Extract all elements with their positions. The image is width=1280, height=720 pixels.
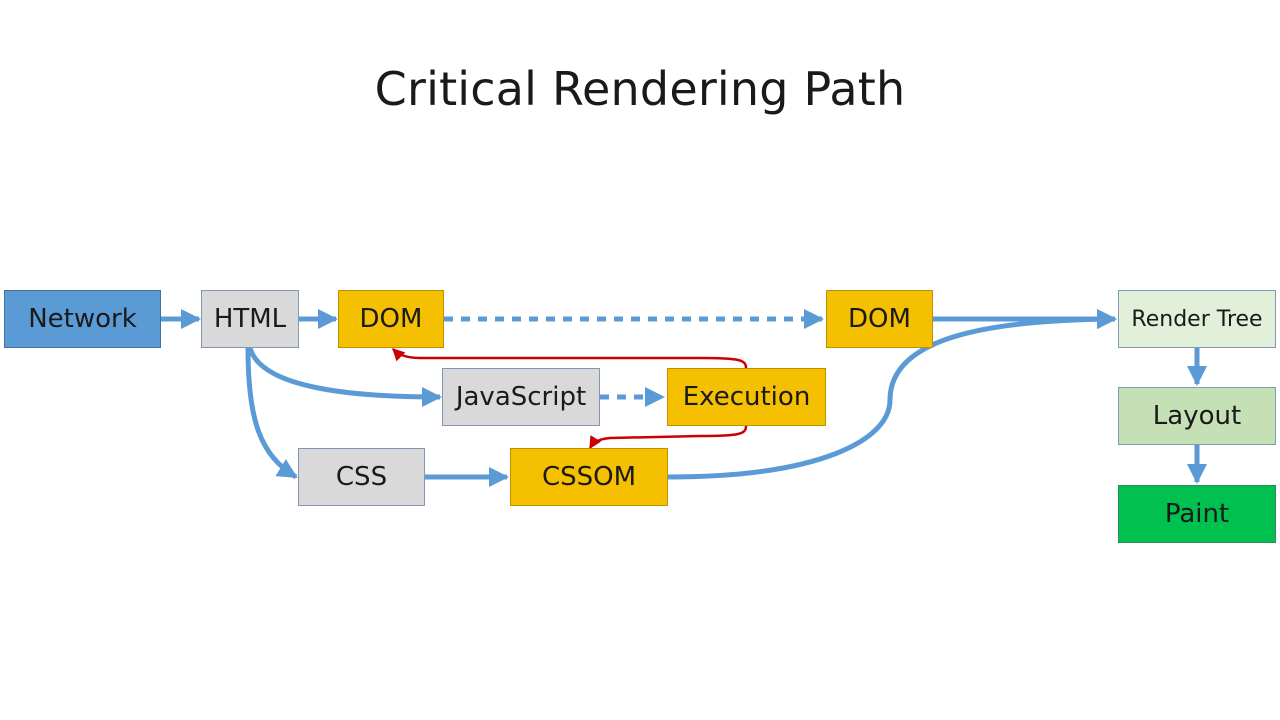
slide-title: Critical Rendering Path — [374, 62, 906, 116]
node-css: CSS — [298, 448, 425, 506]
node-network: Network — [4, 290, 161, 348]
node-dom-initial: DOM — [338, 290, 444, 348]
arrow-html-to-javascript — [247, 347, 442, 407]
arrow-execution-to-dom-red — [392, 348, 748, 369]
arrow-html-to-css — [245, 347, 298, 480]
node-execution: Execution — [667, 368, 826, 426]
node-javascript: JavaScript — [442, 368, 600, 426]
node-cssom: CSSOM — [510, 448, 668, 506]
node-paint: Paint — [1118, 485, 1276, 543]
arrow-cssom-to-render-tree — [667, 309, 1117, 480]
node-dom-final: DOM — [826, 290, 933, 348]
node-render-tree: Render Tree — [1118, 290, 1276, 348]
arrow-execution-to-cssom-red — [588, 425, 748, 450]
node-html: HTML — [201, 290, 299, 348]
node-layout: Layout — [1118, 387, 1276, 445]
